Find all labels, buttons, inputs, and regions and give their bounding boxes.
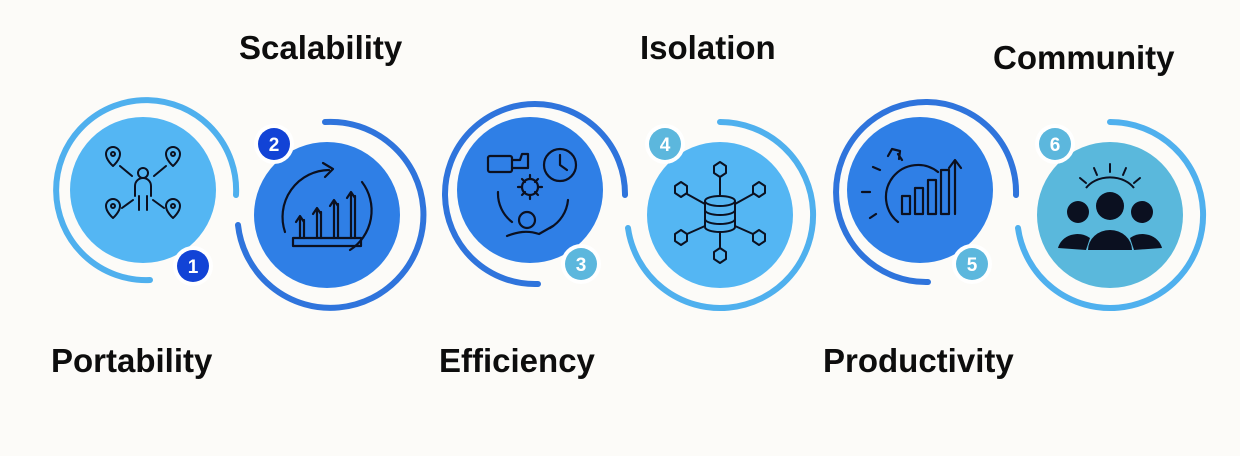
ring-arc-5 <box>833 99 1020 286</box>
step-number-5: 5 <box>967 255 978 276</box>
step-number-6: 6 <box>1050 135 1061 156</box>
label-community: Community <box>993 39 1175 76</box>
label-portability: Portability <box>51 342 213 379</box>
label-scalability: Scalability <box>239 29 403 66</box>
step-number-1: 1 <box>188 257 199 278</box>
step-badge-5: 5 <box>952 244 992 284</box>
step-badge-4: 4 <box>645 124 685 164</box>
step-circle-1 <box>70 117 216 263</box>
ring-arc-3 <box>442 101 629 288</box>
step-circle-5 <box>847 117 993 263</box>
step-circle-3 <box>457 117 603 263</box>
database-network-icon <box>674 161 766 264</box>
label-efficiency: Efficiency <box>439 342 595 379</box>
ring-arcs <box>53 97 1207 311</box>
step-number-4: 4 <box>660 135 671 156</box>
community-group-icon <box>1058 163 1162 250</box>
step-circle-2 <box>254 142 400 288</box>
ring-arc-2 <box>235 118 427 311</box>
efficiency-cycle-icon <box>486 147 578 238</box>
ring-arc-4 <box>625 119 817 311</box>
step-number-2: 2 <box>269 135 280 156</box>
label-productivity: Productivity <box>823 342 1014 379</box>
people-network-icon <box>105 146 181 219</box>
ring-arc-6 <box>1015 119 1207 311</box>
step-number-3: 3 <box>576 255 587 276</box>
step-badge-2: 2 <box>254 124 294 164</box>
growth-chart-icon <box>281 161 373 252</box>
step-badge-3: 3 <box>561 244 601 284</box>
label-isolation: Isolation <box>640 29 776 66</box>
productivity-gear-icon <box>860 147 963 224</box>
ring-arc-1 <box>53 97 240 284</box>
step-badge-6: 6 <box>1035 124 1075 164</box>
step-badge-1: 1 <box>173 246 213 286</box>
